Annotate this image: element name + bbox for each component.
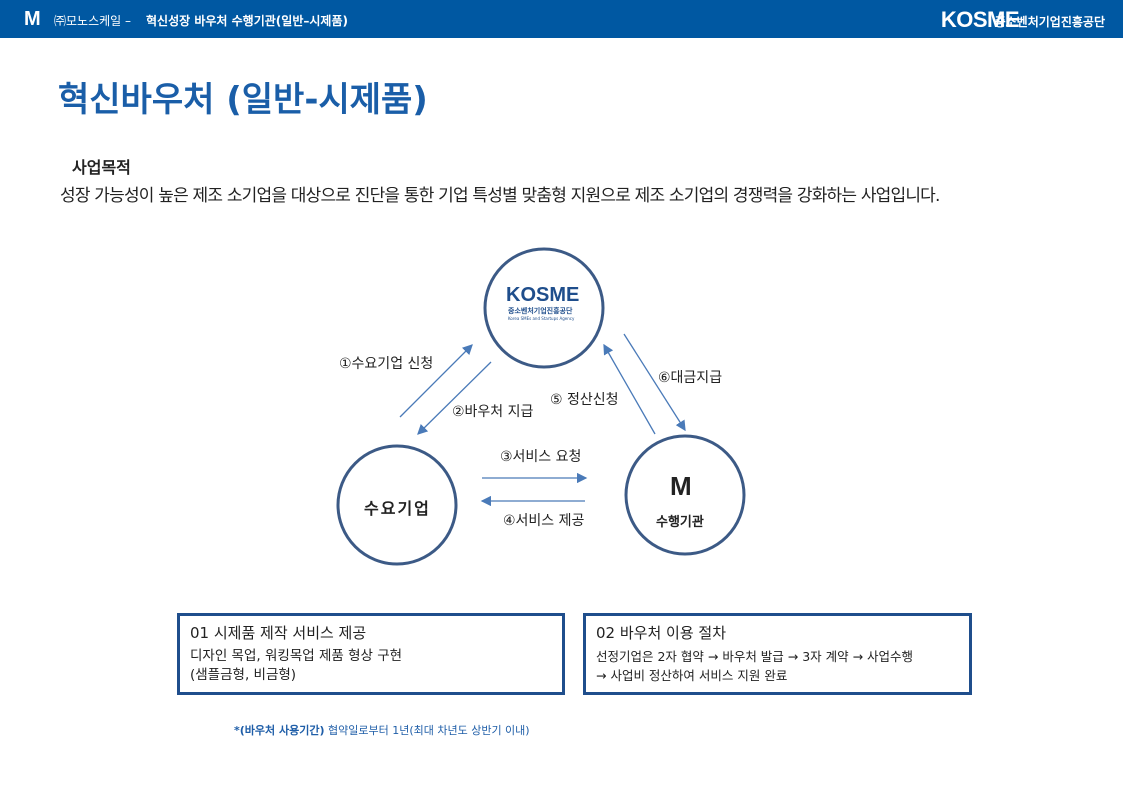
box-line: (샘플금형, 비금형): [190, 667, 297, 683]
kosme-logo: KOSME: [940, 7, 1020, 32]
purpose-heading: 사업목적: [72, 158, 131, 177]
kosme-circle-sub: Korea SMEs and Startups Agency: [508, 316, 575, 321]
demand-company-circle: [336, 444, 458, 566]
box-title: 02 바우처 이용 절차: [596, 624, 726, 642]
box-title: 01 시제품 제작 서비스 제공: [190, 624, 367, 642]
page-title: 혁신바우처 (일반-시제품): [58, 80, 428, 120]
arrow-step5: [603, 343, 656, 435]
purpose-text: 성장 가능성이 높은 제조 소기업을 대상으로 진단을 통한 기업 특성별 맞춤…: [60, 186, 940, 206]
step3-label: ③서비스 요청: [500, 449, 582, 465]
provider-logo: M: [670, 471, 692, 501]
arrow-step2: [417, 361, 492, 435]
provider-label: 수행기관: [656, 515, 704, 530]
header-title: 혁신성장 바우처 수행기관(일반–시제품): [146, 14, 348, 28]
step4-label: ④서비스 제공: [503, 513, 585, 529]
kosme-circle: [483, 247, 605, 369]
arrow-step1: [399, 344, 473, 418]
step5-label: ⑤ 정산신청: [550, 392, 619, 408]
box-line: 선정기업은 2자 협약 → 바우처 발급 → 3자 계약 → 사업수행: [596, 649, 914, 664]
header-bar: M ㈜모노스케일 – 혁신성장 바우처 수행기관(일반–시제품) KOSME 중…: [0, 0, 1123, 38]
monoscale-logo: M: [24, 8, 41, 30]
info-box-prototype: 01 시제품 제작 서비스 제공 디자인 목업, 워킹목업 제품 형상 구현 (…: [177, 613, 565, 695]
company-name: ㈜모노스케일 –: [54, 14, 132, 28]
kosme-circle-name: 중소벤처기업진흥공단: [508, 307, 573, 315]
box-line: → 사업비 정산하여 서비스 지원 완료: [596, 668, 788, 683]
arrow-step6: [623, 333, 686, 432]
kosme-circle-logo: KOSME: [506, 284, 580, 306]
usage-period-note: *(바우처 사용기간) 협약일로부터 1년(최대 차년도 상반기 이내): [234, 722, 530, 738]
provider-circle: [624, 434, 746, 556]
box-line: 디자인 목업, 워킹목업 제품 형상 구현: [190, 648, 403, 664]
info-box-procedure: 02 바우처 이용 절차 선정기업은 2자 협약 → 바우처 발급 → 3자 계…: [583, 613, 972, 695]
note-label: *(바우처 사용기간): [234, 724, 325, 737]
step6-label: ⑥대금지급: [658, 370, 723, 386]
demand-company-label: 수요기업: [364, 499, 431, 518]
step2-label: ②바우처 지급: [452, 404, 534, 420]
note-text: 협약일로부터 1년(최대 차년도 상반기 이내): [327, 724, 530, 737]
kosme-name: 중소벤처기업진흥공단: [994, 15, 1105, 29]
step1-label: ①수요기업 신청: [339, 356, 434, 372]
